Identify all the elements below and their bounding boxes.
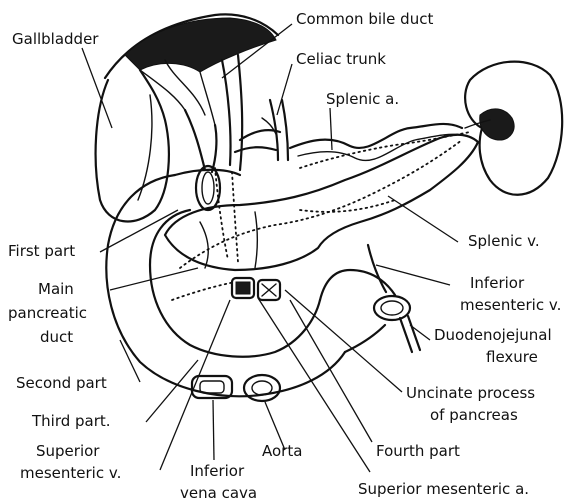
label-second-part: Second part [16, 374, 107, 392]
label-third-part: Third part. [31, 412, 111, 430]
label-superior-mesenteric-v-1: Superior [36, 442, 100, 460]
pancreas [165, 135, 478, 270]
label-inferior-mesenteric-v-2: mesenteric v. [460, 296, 561, 314]
label-splenic-a: Splenic a. [326, 90, 399, 108]
label-duodenojejunal-flexure-1: Duodenojejunal [434, 326, 552, 344]
label-main-pancreatic-duct-3: duct [40, 328, 73, 346]
label-duodenojejunal-flexure-2: flexure [486, 348, 538, 366]
label-inferior-mesenteric-v-1: Inferior [470, 274, 525, 292]
superior-mesenteric-vessels [232, 278, 280, 300]
bile-duct-vessels [185, 55, 242, 172]
label-gallbladder: Gallbladder [12, 30, 99, 48]
labels: Gallbladder Common bile duct Celiac trun… [8, 10, 561, 502]
label-inferior-vena-cava-1: Inferior [190, 462, 245, 480]
label-aorta: Aorta [262, 442, 302, 460]
label-common-bile-duct: Common bile duct [296, 10, 433, 28]
pancreatic-ducts [172, 132, 470, 300]
inferior-mesenteric-vein [368, 245, 386, 292]
label-main-pancreatic-duct-1: Main [38, 280, 74, 298]
label-fourth-part: Fourth part [376, 442, 460, 460]
label-splenic-v: Splenic v. [468, 232, 540, 250]
leader-lines [82, 24, 458, 472]
label-superior-mesenteric-v-2: mesenteric v. [20, 464, 121, 482]
label-uncinate-process-1: Uncinate process [406, 384, 535, 402]
spleen [465, 62, 562, 195]
label-first-part: First part [8, 242, 75, 260]
label-superior-mesenteric-a: Superior mesenteric a. [358, 480, 529, 498]
liver-underside [105, 14, 278, 125]
label-celiac-trunk: Celiac trunk [296, 50, 386, 68]
label-inferior-vena-cava-2: vena cava [180, 484, 257, 502]
gallbladder-shape [96, 70, 169, 221]
label-main-pancreatic-duct-2: pancreatic [8, 304, 87, 322]
duodenojejunal-flexure-ring [374, 296, 420, 352]
label-uncinate-process-2: of pancreas [430, 406, 518, 424]
